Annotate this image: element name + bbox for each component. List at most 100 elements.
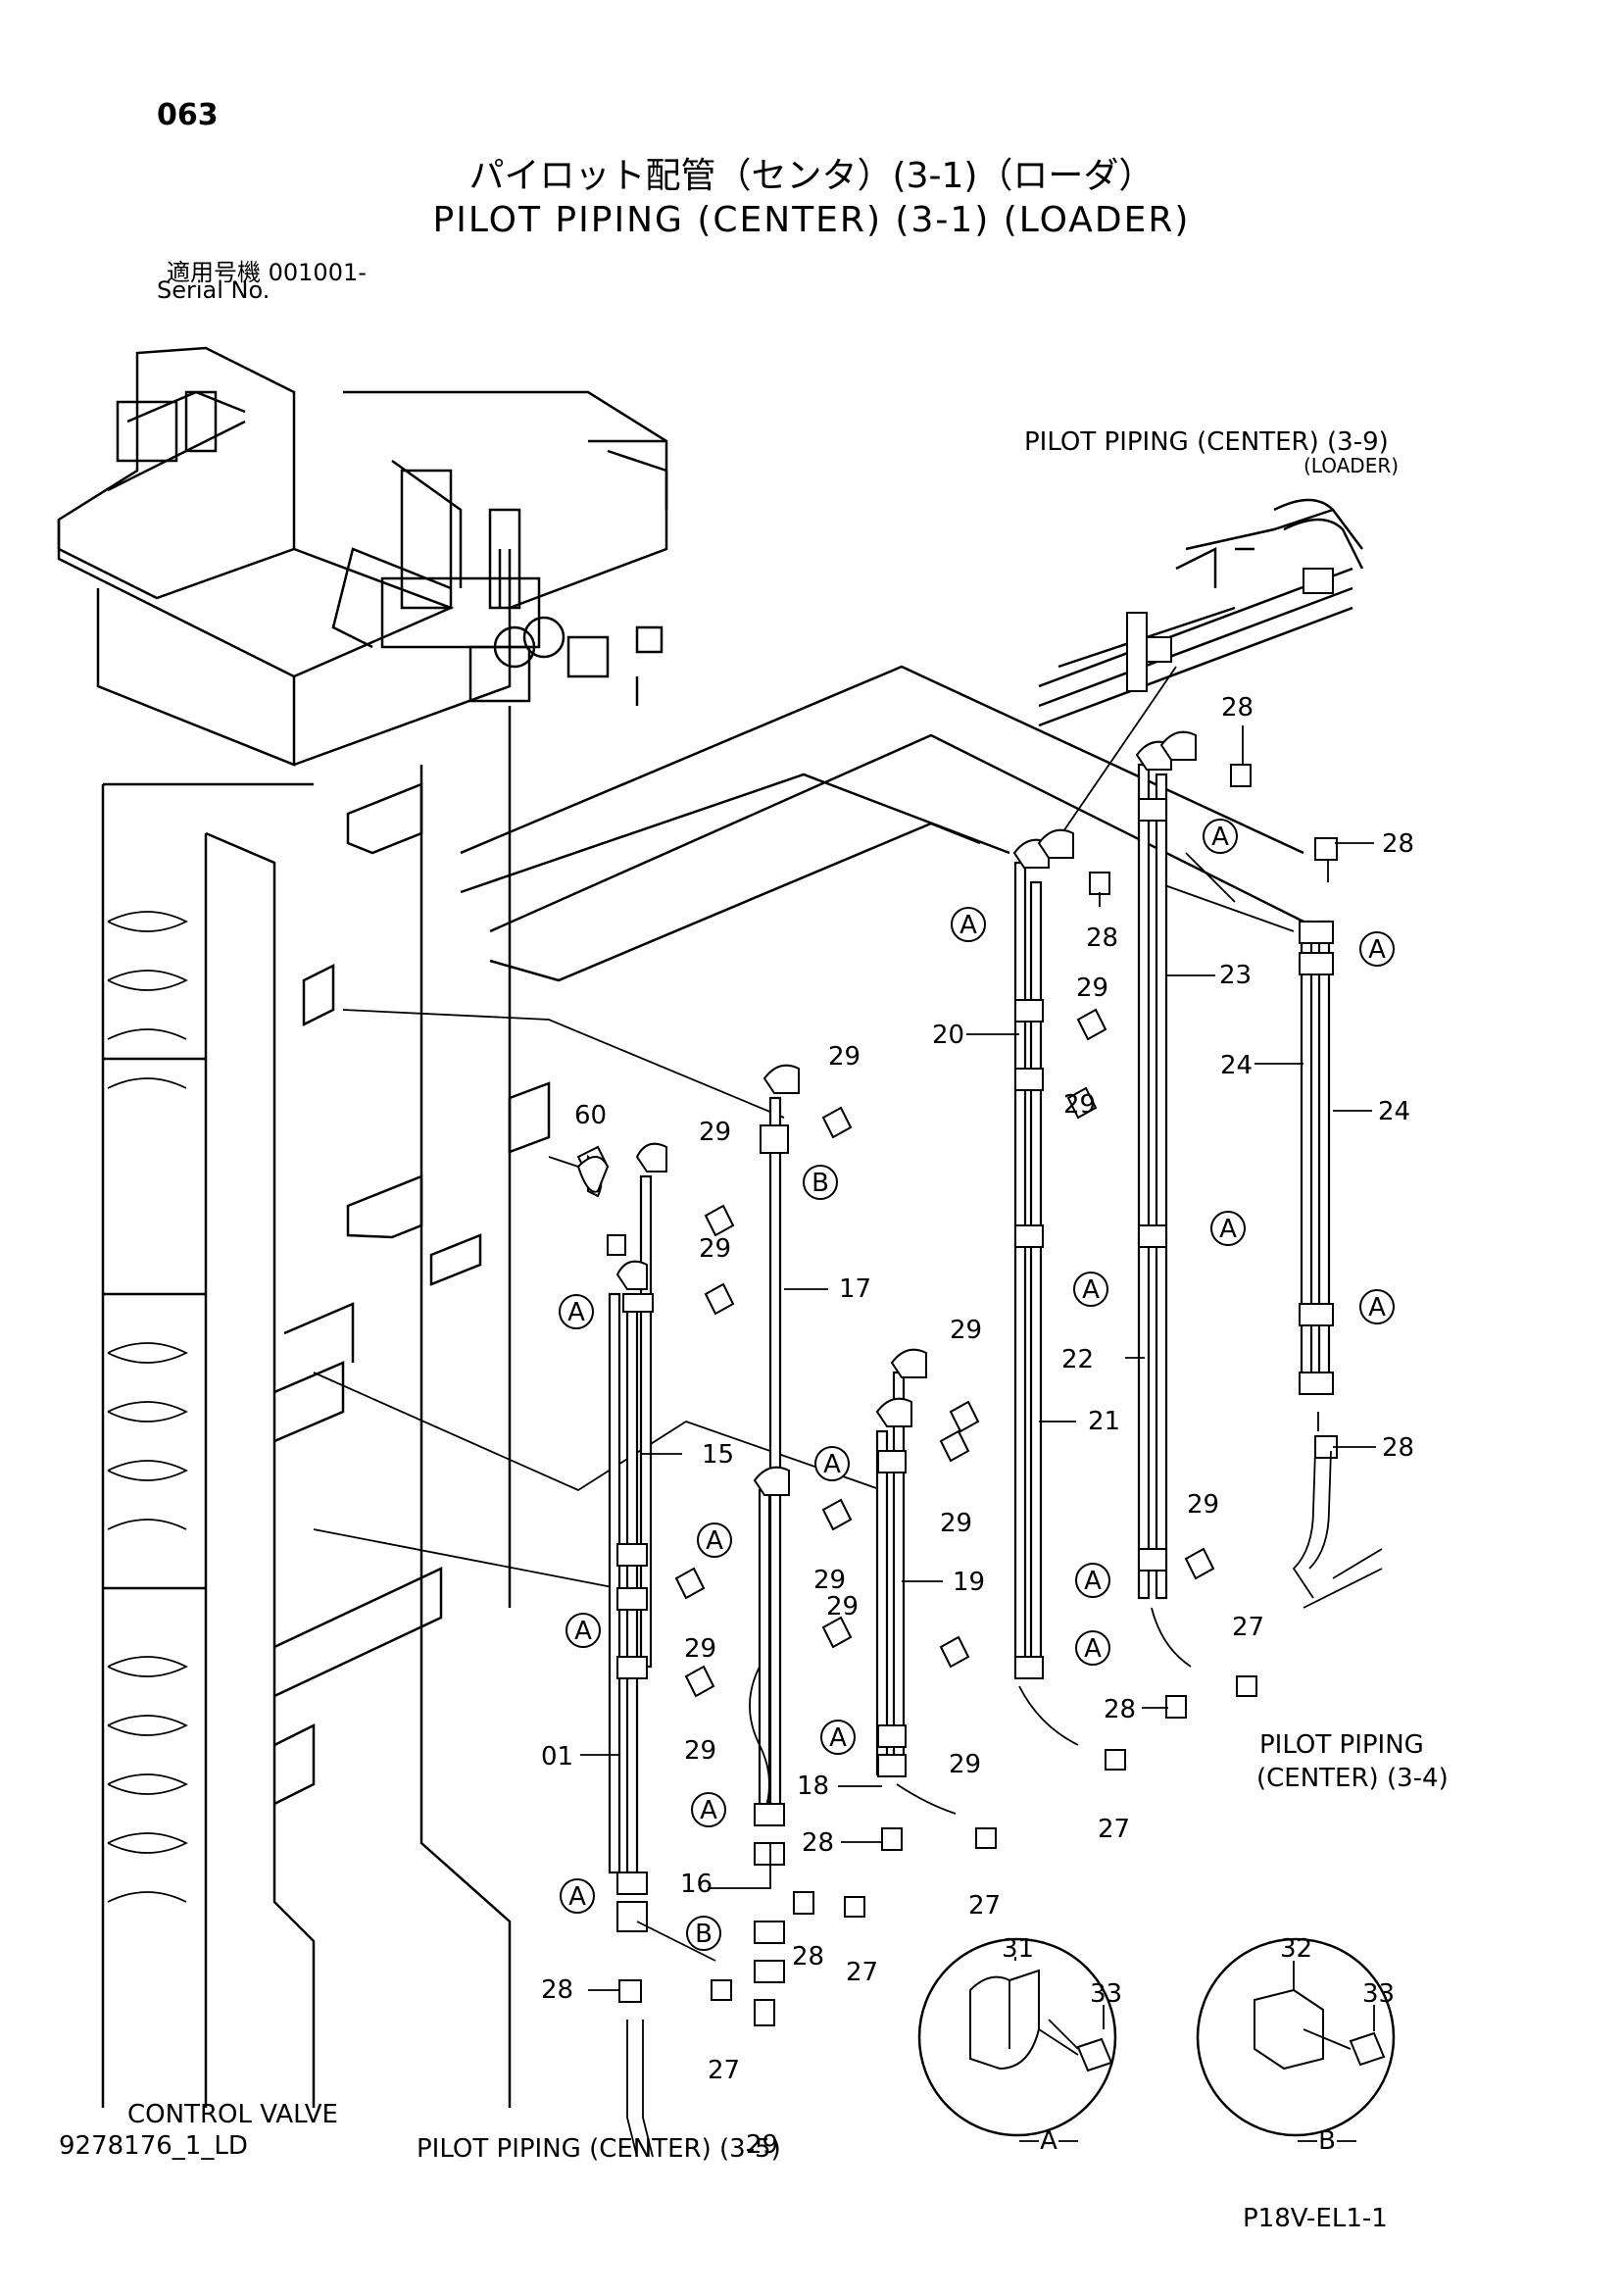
callout-29: 29 <box>950 1316 982 1345</box>
title-english: PILOT PIPING (CENTER) (3-1) (LOADER) <box>432 200 1191 240</box>
callout-28: 28 <box>1086 923 1118 953</box>
reference-bottom: PILOT PIPING (CENTER) (3-5) <box>417 2134 781 2164</box>
callout-18: 18 <box>797 1772 829 1801</box>
marker-a: A <box>951 907 986 942</box>
marker-a-letter: A <box>829 1723 847 1753</box>
part-callouts: 01 15 16 17 18 19 20 21 22 23 24 24 60 2… <box>541 693 1414 2160</box>
upper-right-pipe-bundle <box>1038 498 1364 727</box>
marker-a: A <box>560 1878 595 1914</box>
callout-27: 27 <box>1098 1815 1130 1844</box>
marker-a-letter: A <box>706 1526 723 1556</box>
callout-29: 29 <box>746 2130 778 2160</box>
marker-a: A <box>566 1613 601 1648</box>
marker-a: A <box>559 1294 594 1329</box>
callout-17: 17 <box>839 1274 871 1304</box>
callout-markers: A A A A A A A A A A A A A A A B B <box>559 819 1395 1951</box>
marker-a-letter: A <box>574 1617 592 1646</box>
reference-top-right-sub: (LOADER) <box>1303 454 1399 477</box>
control-valve-body <box>101 765 551 2108</box>
detail-b: 32 33 B <box>1196 1934 1396 2156</box>
callout-24: 24 <box>1220 1051 1253 1080</box>
callout-01: 01 <box>541 1742 573 1772</box>
reference-top-right: PILOT PIPING (CENTER) (3-9) <box>1024 427 1389 457</box>
marker-a-letter: A <box>1084 1634 1102 1664</box>
callout-33: 33 <box>1090 1979 1122 2009</box>
callout-20: 20 <box>932 1021 964 1050</box>
callout-29: 29 <box>813 1566 846 1595</box>
marker-a: A <box>1210 1211 1246 1246</box>
callout-22: 22 <box>1061 1345 1094 1374</box>
reference-labels: PILOT PIPING (CENTER) (3-9) (LOADER) PIL… <box>59 427 1449 2233</box>
pipe-assembly-24 <box>1299 853 1334 1431</box>
marker-a-letter: A <box>823 1450 841 1479</box>
reference-right-sub: (CENTER) (3-4) <box>1256 1764 1449 1793</box>
callout-28: 28 <box>1382 829 1414 859</box>
marker-a: A <box>697 1522 732 1558</box>
marker-a-letter: A <box>1368 935 1386 965</box>
detail-a-label: A <box>1040 2126 1057 2156</box>
marker-a-letter: A <box>959 911 977 940</box>
callout-29: 29 <box>684 1736 716 1766</box>
callout-28: 28 <box>1221 693 1254 723</box>
reference-right: PILOT PIPING <box>1259 1730 1424 1760</box>
callout-24: 24 <box>1378 1097 1410 1126</box>
callout-27: 27 <box>708 2056 740 2085</box>
marker-a-letter: A <box>567 1298 585 1327</box>
pipe-assembly-01-15 <box>608 1142 716 1962</box>
marker-a: A <box>691 1792 726 1827</box>
callout-23: 23 <box>1219 961 1252 990</box>
callout-16: 16 <box>680 1870 713 1899</box>
callout-32: 32 <box>1280 1934 1312 1964</box>
marker-a-letter: A <box>1084 1567 1102 1596</box>
callout-29: 29 <box>828 1042 861 1072</box>
leader-lines <box>580 725 1376 1991</box>
pipe-assembly-18-19 <box>875 1348 957 1815</box>
marker-b: B <box>803 1165 838 1200</box>
callout-29: 29 <box>684 1634 716 1664</box>
drawing-id: 9278176_1_LD <box>59 2131 248 2161</box>
marker-a: A <box>820 1720 856 1755</box>
callout-28: 28 <box>541 1975 573 2005</box>
callout-33: 33 <box>1362 1979 1395 2009</box>
detail-a: 31 33 A <box>917 1934 1122 2156</box>
callout-28: 28 <box>792 1942 824 1972</box>
detail-b-label: B <box>1318 2126 1336 2156</box>
callout-29: 29 <box>949 1750 981 1779</box>
control-valve-label: CONTROL VALVE <box>127 2100 338 2129</box>
callout-29: 29 <box>699 1234 731 1264</box>
marker-b: B <box>686 1916 721 1951</box>
callout-27: 27 <box>846 1958 878 1987</box>
callout-31: 31 <box>1002 1934 1034 1964</box>
marker-b-letter: B <box>812 1169 829 1198</box>
callout-29: 29 <box>1187 1490 1219 1520</box>
callout-27: 27 <box>968 1891 1001 1921</box>
marker-b-letter: B <box>695 1920 713 1949</box>
pipe-assembly-16-17 <box>749 1064 800 1983</box>
page-number: 063 <box>157 98 219 132</box>
pipe-assembly-20-23 <box>1012 730 1197 1746</box>
callout-28: 28 <box>802 1828 834 1858</box>
marker-a: A <box>1359 1289 1395 1324</box>
callout-29: 29 <box>940 1509 972 1538</box>
callout-29: 29 <box>1063 1090 1096 1120</box>
callout-60: 60 <box>574 1101 607 1130</box>
marker-a: A <box>1073 1272 1108 1307</box>
callout-27: 27 <box>1232 1613 1264 1642</box>
marker-a-letter: A <box>1082 1275 1100 1305</box>
callout-15: 15 <box>702 1440 734 1470</box>
fittings <box>548 764 1383 2158</box>
callout-29: 29 <box>826 1592 859 1622</box>
callout-29: 29 <box>699 1118 731 1147</box>
machine-illustration <box>57 346 668 767</box>
serial-label-english: Serial No. <box>157 276 270 304</box>
marker-a: A <box>814 1446 850 1481</box>
marker-a-letter: A <box>1211 823 1229 852</box>
callout-19: 19 <box>953 1568 985 1597</box>
callout-21: 21 <box>1088 1407 1120 1436</box>
marker-a: A <box>1075 1630 1110 1666</box>
marker-a: A <box>1203 819 1238 854</box>
marker-a-letter: A <box>568 1882 586 1912</box>
callout-28: 28 <box>1104 1695 1136 1724</box>
marker-a: A <box>1359 931 1395 967</box>
marker-a-letter: A <box>700 1796 717 1825</box>
